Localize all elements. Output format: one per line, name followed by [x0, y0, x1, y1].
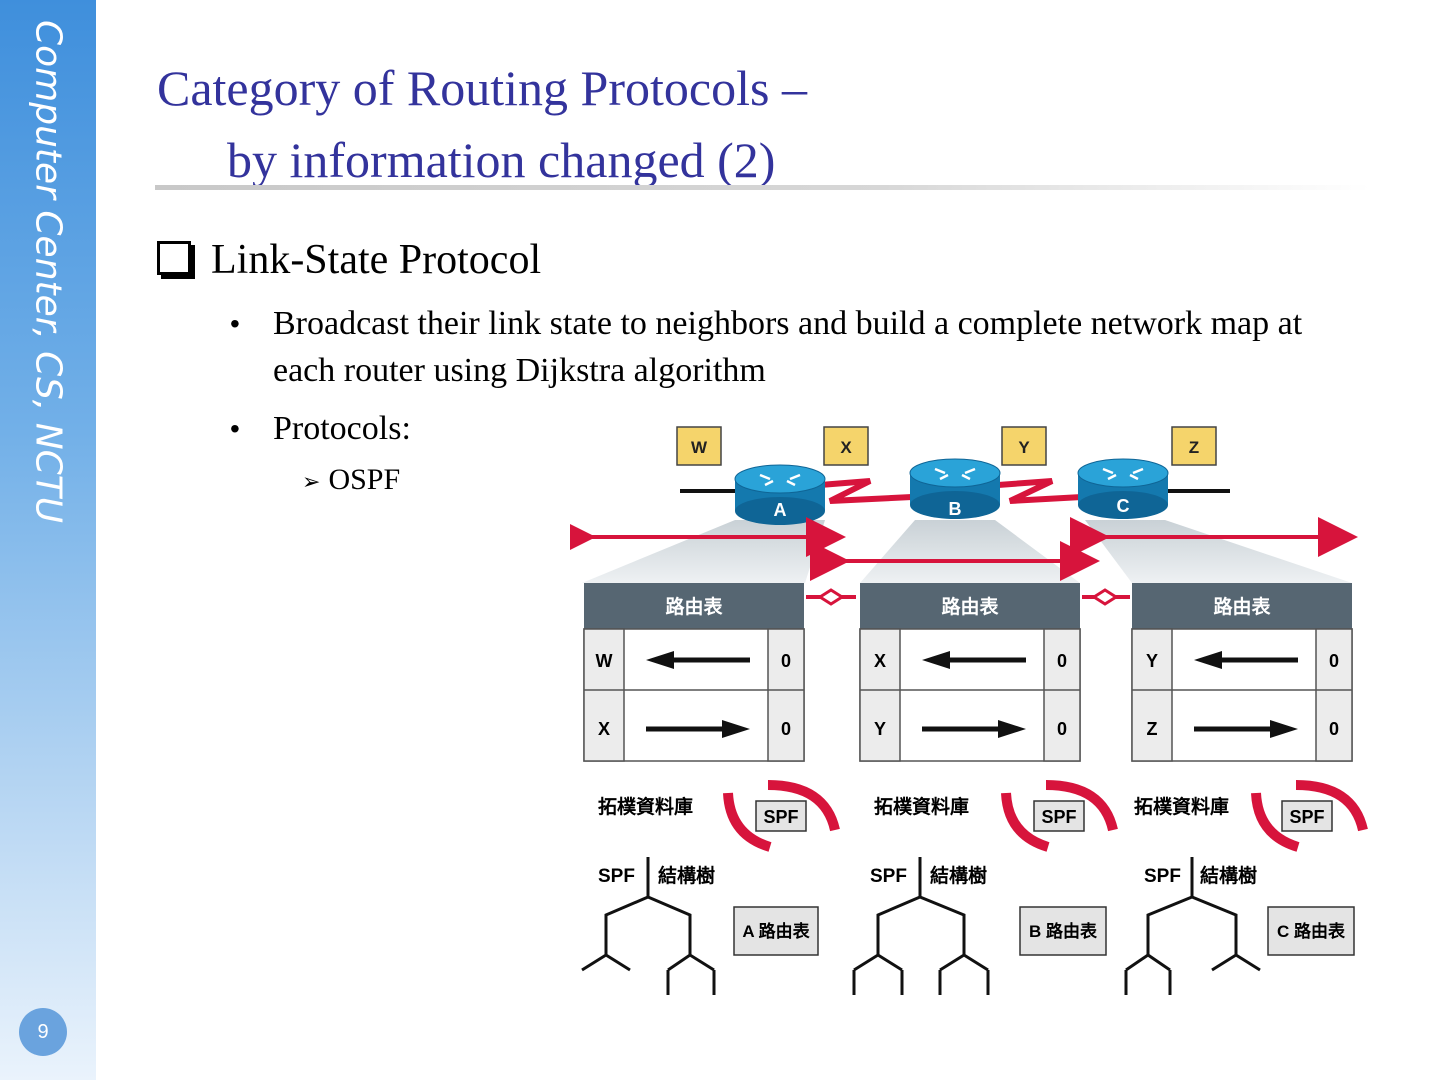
exchange-diamond-icon: [1082, 588, 1130, 606]
network-label: W: [691, 438, 708, 457]
table-cost: 0: [1057, 651, 1067, 671]
bullet-text: Broadcast their link state to neighbors …: [273, 305, 1303, 389]
spf-process-a: 拓樸資料庫 SPF SPF 結構樹 A 路由表: [581, 780, 840, 995]
title-line-1: Category of Routing Protocols –: [157, 60, 807, 116]
table-cost: 0: [1057, 719, 1067, 739]
spf-tree-right-label: 結構樹: [1200, 864, 1257, 887]
spf-box-label: SPF: [1289, 807, 1324, 827]
link-state-diagram: W X Y Z A B C: [570, 426, 1368, 995]
router-a-icon: A: [734, 464, 826, 525]
result-table-label: B 路由表: [1029, 921, 1098, 941]
spf-tree-icon: [1124, 857, 1261, 995]
right-arrow-icon: [646, 720, 750, 738]
left-arrow-icon: [1194, 651, 1298, 669]
result-table-label: A 路由表: [742, 921, 810, 941]
bullet-level-1: Link-State Protocol: [157, 236, 541, 284]
table-header: 路由表: [1213, 595, 1271, 618]
spf-curve-icon: [767, 780, 840, 832]
table-net: Y: [874, 719, 886, 739]
router-c-icon: C: [1077, 458, 1169, 519]
left-arrow-icon: [646, 651, 750, 669]
spf-curve-icon: [1295, 780, 1368, 832]
router-label: B: [949, 499, 962, 519]
serial-link-b-c: [997, 478, 1083, 504]
result-table-label: C 路由表: [1277, 921, 1346, 941]
topology-db-label: 拓樸資料庫: [1134, 795, 1229, 818]
spf-tree-right-label: 結構樹: [930, 864, 987, 887]
network-box-y: Y: [1001, 426, 1047, 466]
bullet-level-2: • Protocols:: [230, 405, 1368, 452]
checkbox-bullet-icon: [157, 241, 191, 275]
exchange-diamond-icon: [806, 588, 856, 606]
router-label: C: [1117, 496, 1130, 516]
bullet-text: Link-State Protocol: [211, 237, 542, 283]
network-label: X: [840, 438, 852, 457]
spf-tree-left-label: SPF: [870, 866, 907, 887]
table-net: W: [596, 651, 613, 671]
routing-table-b: 路由表 X 0 Y 0: [859, 583, 1081, 762]
router-label: A: [774, 500, 787, 520]
spf-tree-icon: [581, 857, 716, 995]
spf-process-c: 拓樸資料庫 SPF SPF 結構樹 C 路由表: [1124, 780, 1368, 995]
table-cost: 0: [1329, 719, 1339, 739]
title-line-2: by information changed (2): [227, 132, 776, 188]
spf-process-b: 拓樸資料庫 SPF SPF 結構樹 B 路由表: [852, 780, 1118, 995]
spf-tree-left-label: SPF: [598, 866, 635, 887]
network-label: Z: [1189, 438, 1199, 457]
table-header: 路由表: [941, 595, 999, 618]
router-c-beam: [1085, 520, 1352, 583]
bullet-level-3: ➢ OSPF: [302, 463, 400, 497]
spf-tree-icon: [852, 857, 990, 995]
router-b-icon: B: [909, 458, 1001, 519]
network-box-w: W: [676, 426, 722, 466]
table-net: X: [598, 719, 610, 739]
arrow-bullet-icon: ➢: [302, 470, 321, 495]
title-divider: [155, 185, 1370, 190]
spf-box-label: SPF: [1041, 807, 1076, 827]
network-label: Y: [1018, 438, 1030, 457]
sidebar-org-label: Computer Center, CS, NCTU: [27, 20, 69, 524]
table-cost: 0: [781, 719, 791, 739]
table-net: Y: [1146, 651, 1158, 671]
table-net: X: [874, 651, 886, 671]
serial-link-a-b: [819, 478, 913, 504]
right-arrow-icon: [922, 720, 1026, 738]
table-header: 路由表: [665, 595, 723, 618]
table-cost: 0: [1329, 651, 1339, 671]
network-box-x: X: [823, 426, 869, 466]
spf-tree-right-label: 結構樹: [658, 864, 715, 887]
spf-box-label: SPF: [763, 807, 798, 827]
bullet-text: OSPF: [328, 463, 401, 496]
left-arrow-icon: [922, 651, 1026, 669]
routing-table-a: 路由表 W 0 X 0: [583, 583, 805, 762]
bullet-text: Protocols:: [273, 410, 411, 447]
spf-curve-icon: [1251, 792, 1300, 852]
topology-db-label: 拓樸資料庫: [598, 795, 693, 818]
right-arrow-icon: [1194, 720, 1298, 738]
slide-title: Category of Routing Protocols – by infor…: [157, 52, 807, 196]
bullet-level-2: • Broadcast their link state to neighbor…: [230, 300, 1368, 394]
table-cost: 0: [781, 651, 791, 671]
dot-bullet-icon: •: [230, 413, 240, 444]
router-a-beam: [582, 520, 825, 583]
routing-table-c: 路由表 Y 0 Z 0: [1131, 583, 1353, 762]
spf-curve-icon: [723, 792, 772, 852]
spf-curve-icon: [1001, 792, 1050, 852]
table-net: Z: [1147, 719, 1158, 739]
page-number: 9: [19, 1008, 67, 1056]
network-box-z: Z: [1171, 426, 1217, 466]
spf-curve-icon: [1045, 780, 1118, 832]
router-b-beam: [860, 520, 1080, 583]
topology-db-label: 拓樸資料庫: [874, 795, 969, 818]
dot-bullet-icon: •: [230, 308, 240, 339]
sidebar: Computer Center, CS, NCTU: [0, 0, 96, 1080]
spf-tree-left-label: SPF: [1144, 866, 1181, 887]
